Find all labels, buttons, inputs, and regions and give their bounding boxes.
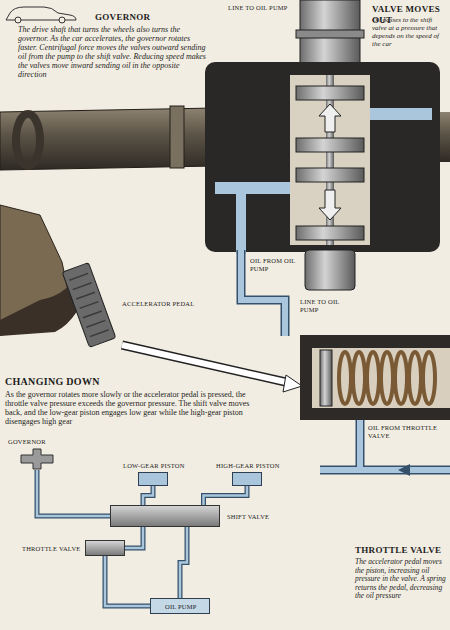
part-label: OIL FROM THROTTLE VALVE xyxy=(368,424,448,439)
governor-housing xyxy=(305,250,355,290)
heading-text: GOVERNOR xyxy=(95,12,215,23)
oil-line xyxy=(180,527,187,598)
oil-line xyxy=(105,556,150,606)
oil-pipe xyxy=(320,420,450,470)
governor-housing xyxy=(319,104,341,132)
governor-housing xyxy=(236,182,246,254)
throttle-valve-cylinder xyxy=(353,352,365,404)
oil-line xyxy=(125,527,143,548)
throttle-valve-cylinder xyxy=(300,335,450,420)
body-text: The accelerator pedal moves the piston, … xyxy=(355,558,447,601)
throttle-valve-cylinder xyxy=(300,335,450,420)
piston-symbol: HIGH-GEAR PISTON xyxy=(232,472,262,486)
part-label: THROTTLE VALVE xyxy=(22,545,80,553)
part-label: LINE TO OIL PUMP xyxy=(228,4,298,12)
part-label: GOVERNOR xyxy=(8,438,46,446)
oil-pipe xyxy=(241,250,450,476)
governor-housing xyxy=(296,138,364,152)
part-label: LOW-GEAR PISTON xyxy=(123,462,185,470)
oil-line xyxy=(125,527,143,548)
part-label: HIGH-GEAR PISTON xyxy=(216,462,280,470)
governor-housing xyxy=(296,86,364,100)
oil-line xyxy=(143,486,153,505)
oil-line xyxy=(180,527,187,598)
foot-and-pedal xyxy=(0,205,116,347)
governor-housing xyxy=(370,108,432,120)
oil-line xyxy=(204,486,248,505)
throttle-valve-cylinder xyxy=(312,348,450,408)
throttle-valve-cylinder xyxy=(367,352,379,404)
pedal-arrow xyxy=(122,345,290,383)
throttle-valve-symbol: THROTTLE VALVE xyxy=(85,540,125,556)
governor-cross xyxy=(20,448,54,470)
throttle-valve-cylinder xyxy=(409,352,421,404)
governor-housing xyxy=(290,75,370,245)
oil-line xyxy=(105,556,150,606)
valve-column-top xyxy=(296,30,364,38)
pedal-arrow xyxy=(122,345,290,383)
body-text: Oil passes to the shift valve at a press… xyxy=(372,16,448,48)
oil-pipe xyxy=(398,464,410,476)
governor-symbol: GOVERNOR xyxy=(20,448,54,470)
throttle-valve-cylinder xyxy=(395,352,407,404)
throttle-valve-cylinder xyxy=(423,352,435,404)
governor-housing xyxy=(296,168,364,182)
governor-housing xyxy=(215,182,290,194)
heading-text: CHANGING DOWN xyxy=(5,376,205,388)
part-label: SHIFT VALVE xyxy=(227,513,269,521)
foot-and-pedal xyxy=(62,263,116,348)
oil-line xyxy=(37,470,110,516)
part-label: OIL PUMP xyxy=(165,603,197,611)
throttle-valve-cylinder xyxy=(339,352,351,404)
throttle-valve-cylinder xyxy=(381,352,393,404)
body-text: As the governor rotates more slowly or t… xyxy=(5,390,250,426)
governor-housing xyxy=(319,190,341,220)
pedal-arrow xyxy=(122,345,302,392)
drive-shaft xyxy=(16,114,40,166)
governor-cross xyxy=(21,449,53,469)
valve-column-top xyxy=(296,0,364,70)
oil-line xyxy=(143,486,153,505)
drive-shaft xyxy=(170,106,184,168)
car-icon xyxy=(15,17,21,23)
drive-shaft xyxy=(440,112,450,162)
governor-housing xyxy=(296,226,364,240)
car-icon xyxy=(59,17,65,23)
oil-line xyxy=(143,486,153,505)
pedal-arrow xyxy=(283,375,302,392)
foot-and-pedal xyxy=(69,273,108,336)
foot-and-pedal xyxy=(62,263,116,348)
throttle-valve-cylinder xyxy=(320,350,332,406)
car-icon xyxy=(6,7,76,23)
body-text: The drive shaft that turns the wheels al… xyxy=(18,25,208,79)
part-label: ACCELERATOR PEDAL xyxy=(122,300,197,308)
part-label: OIL FROM OIL PUMP xyxy=(250,257,298,272)
oil-line xyxy=(204,486,248,505)
oil-pipe xyxy=(320,420,450,470)
piston-symbol: LOW-GEAR PISTON xyxy=(138,472,168,486)
oil-line xyxy=(37,470,110,516)
oil-pump-symbol: OIL PUMP xyxy=(150,598,210,614)
shift-valve-symbol: SHIFT VALVE xyxy=(110,505,220,527)
oil-line xyxy=(125,527,143,548)
oil-line xyxy=(37,470,110,516)
oil-line xyxy=(105,556,150,606)
oil-line xyxy=(204,486,248,505)
part-label: LINE TO OIL PUMP xyxy=(300,298,355,313)
oil-line xyxy=(180,527,187,598)
heading-text: THROTTLE VALVE xyxy=(355,545,447,556)
